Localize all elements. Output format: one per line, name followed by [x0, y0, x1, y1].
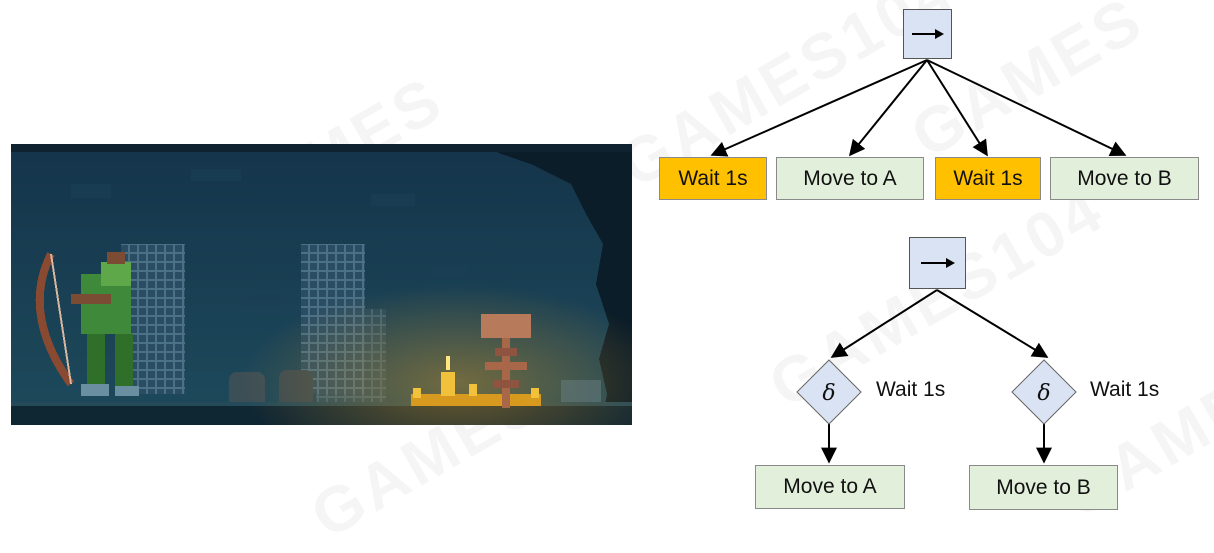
task-node-move: Move to B — [969, 465, 1118, 510]
edge — [710, 59, 928, 157]
edge — [936, 289, 1049, 358]
decorator-node-a — [796, 359, 862, 425]
sequence-arrow-icon — [920, 258, 955, 268]
sequence-node-bottom — [909, 237, 966, 289]
edge — [830, 289, 938, 358]
edge — [926, 59, 1127, 156]
task-node-wait: Wait 1s — [935, 157, 1041, 200]
task-node-wait: Wait 1s — [659, 157, 767, 200]
edge — [848, 59, 928, 157]
sequence-arrow-icon — [911, 29, 944, 39]
decorator-symbol: δ — [1037, 381, 1050, 406]
decorator-label: Wait 1s — [876, 378, 946, 401]
game-scene-illustration — [11, 144, 632, 425]
task-node-move: Move to A — [755, 465, 905, 509]
decorator-label: Wait 1s — [1090, 378, 1160, 401]
task-node-move: Move to A — [776, 157, 924, 200]
decorator-node-b — [1011, 359, 1077, 425]
edge — [926, 59, 988, 157]
decorator-symbol: δ — [822, 381, 835, 406]
task-node-move: Move to B — [1050, 157, 1199, 200]
behavior-tree-diagram: δ δ — [710, 59, 1127, 464]
sequence-node-top — [903, 9, 952, 59]
